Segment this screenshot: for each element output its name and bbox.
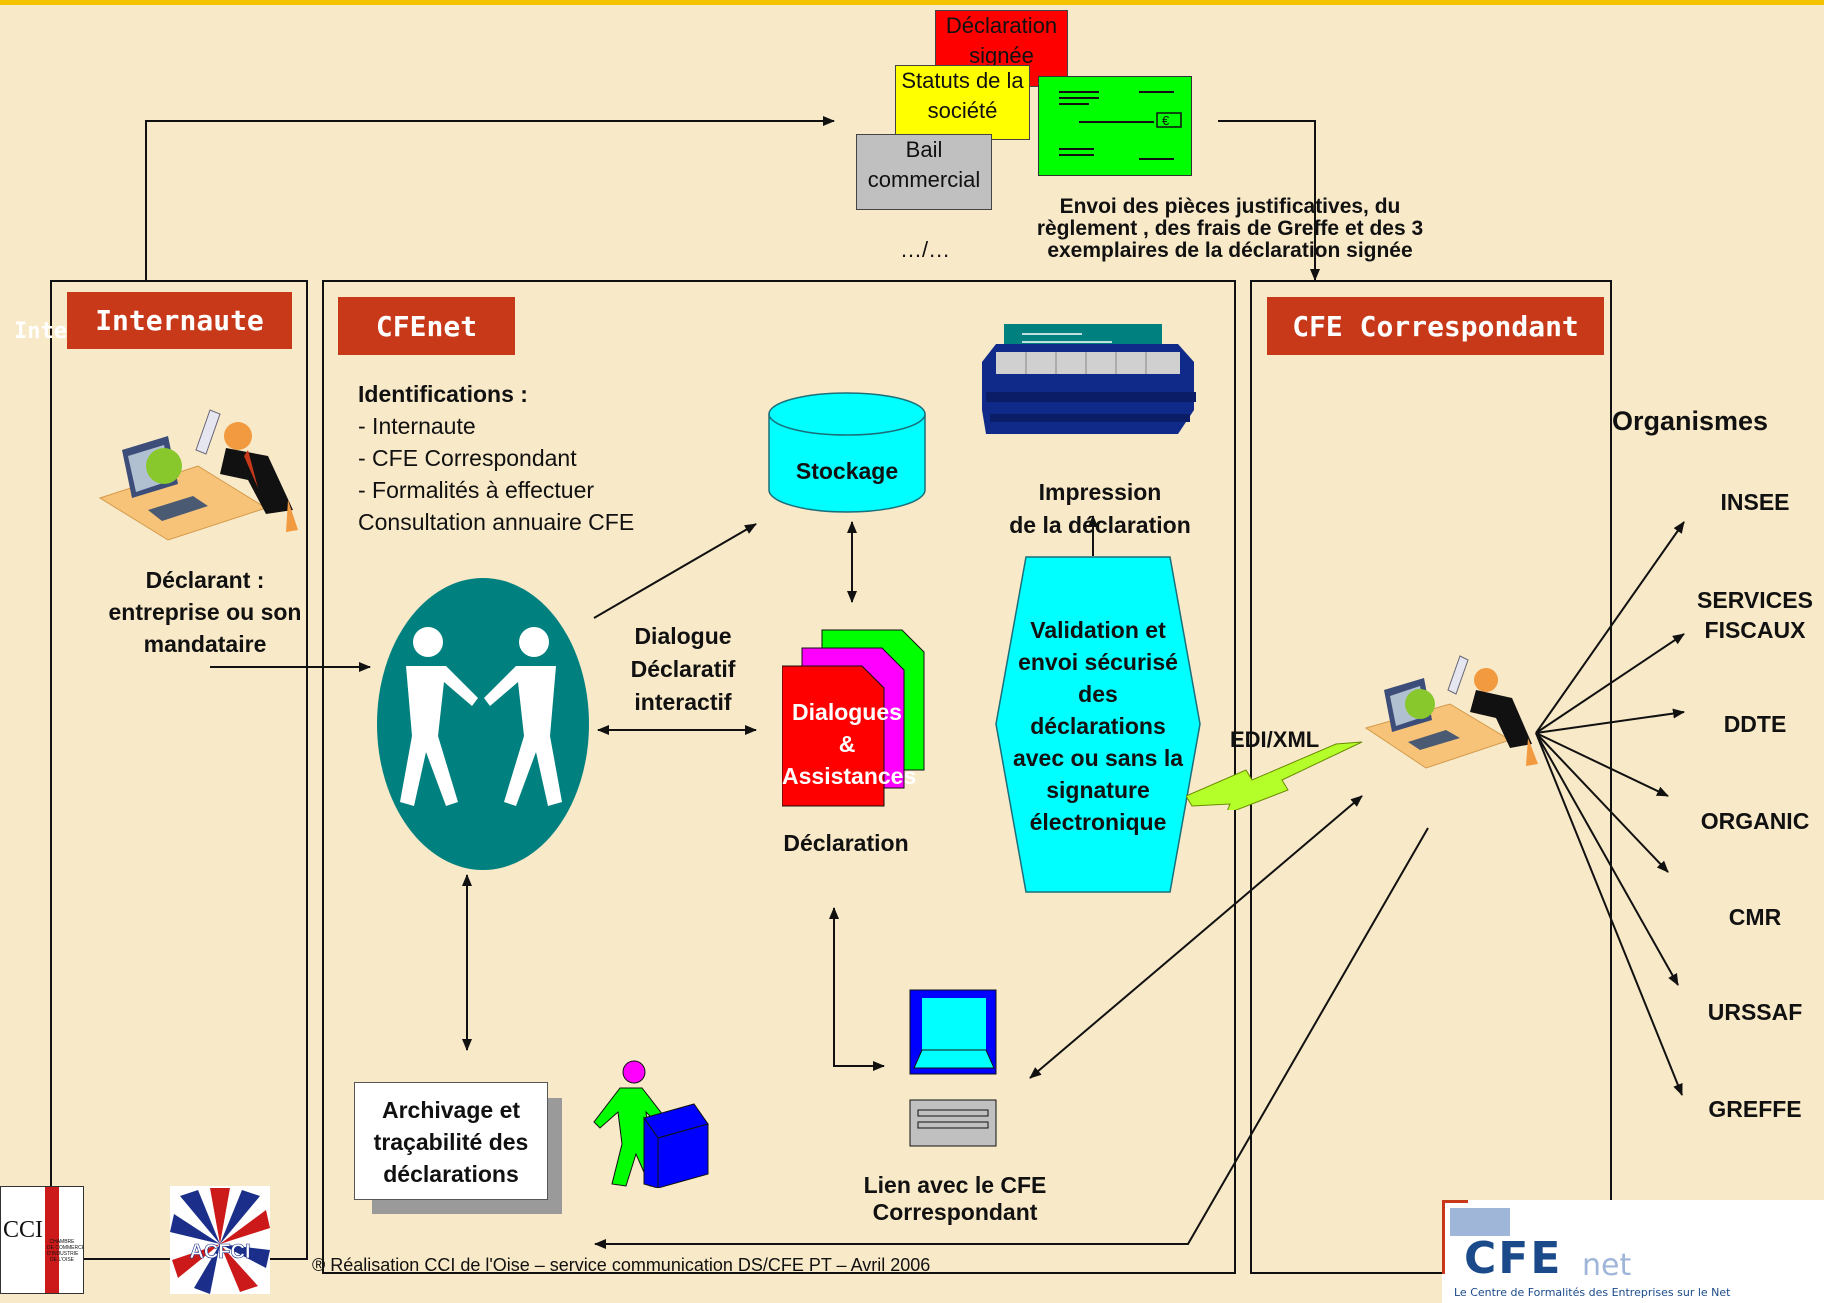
person-at-computer-icon <box>98 409 298 541</box>
cfenet-header: CFEnet <box>338 297 515 355</box>
cci-logo-text: CCI <box>3 1217 44 1243</box>
archivage-box <box>354 1082 548 1200</box>
organisme-cmr: CMR <box>1728 904 1782 930</box>
doc-line: commercial <box>867 167 981 192</box>
cfenet-logo-band <box>1450 1208 1510 1236</box>
envoi-line: exemplaires de la déclaration signée <box>1047 239 1413 262</box>
cheque-icon: € <box>1038 76 1192 176</box>
dialogue-label: Dialogue Déclaratif interactif <box>608 620 758 719</box>
archivage-line: Archivage et <box>381 1097 521 1123</box>
validation-line: déclarations <box>1030 713 1166 739</box>
cci-logo-stripe <box>45 1187 59 1293</box>
declaration-label: Déclaration <box>783 830 909 856</box>
archivage-label: Archivage et traçabilité des déclaration… <box>354 1094 548 1190</box>
dialogues-line: & <box>838 731 856 757</box>
statuts-doc: Statuts de la société <box>895 65 1030 140</box>
identification-item: - CFE Correspondant <box>358 445 577 471</box>
bail-commercial-doc: Bail commercial <box>856 134 992 210</box>
computer-icon <box>909 989 997 1147</box>
cci-sub-line: DE L'OISE <box>49 1257 75 1263</box>
identification-item: Consultation annuaire CFE <box>358 509 635 535</box>
validation-line: électronique <box>1029 809 1167 835</box>
cci-sub-line: CHAMBRE <box>49 1239 75 1245</box>
lien-label: Lien avec le CFE Correspondant <box>860 1172 1050 1226</box>
impression-line: Impression <box>1038 479 1162 505</box>
dialogue-line: Déclaratif <box>630 656 736 682</box>
identifications-title: Identifications : <box>358 381 528 407</box>
cci-sub-line: D'INDUSTRIE <box>47 1251 79 1257</box>
stockage-label: Stockage <box>795 458 899 484</box>
lien-line: Lien avec le CFE <box>863 1172 1047 1198</box>
validation-line: signature <box>1046 777 1150 803</box>
dialogues-line: Dialogues <box>792 699 902 725</box>
edi-xml-label: EDI/XML <box>1230 727 1320 752</box>
archivage-line: traçabilité des <box>373 1129 529 1155</box>
dialogue-line: interactif <box>634 689 732 715</box>
organisme-services-fiscaux: SERVICES FISCAUX <box>1690 585 1820 645</box>
dialogue-line: Dialogue <box>634 623 732 649</box>
declarant-line: entreprise ou son <box>108 599 302 625</box>
lightning-icon <box>1186 741 1363 810</box>
cci-logo: CCI CHAMBRE DE COMMERCE D'INDUSTRIE DE L… <box>0 1186 84 1294</box>
doc-line: Statuts de la <box>901 68 1024 93</box>
envoi-line: Envoi des pièces justificatives, du <box>1059 195 1401 218</box>
validation-line: avec ou sans la <box>1012 745 1184 771</box>
organisme-line: SERVICES <box>1697 587 1813 613</box>
stacked-pages-icon <box>782 629 925 807</box>
correspondant-header: CFE Correspondant <box>1267 297 1604 355</box>
internaute-header: Internaute <box>67 292 292 349</box>
organisme-urssaf: URSSAF <box>1707 999 1803 1025</box>
correspondant-person-icon <box>1364 655 1538 769</box>
declarant-line: Déclarant : <box>145 567 265 593</box>
lien-line: Correspondant <box>872 1199 1038 1225</box>
organisme-ddte: DDTE <box>1723 711 1787 737</box>
euro-icon: € <box>1162 113 1170 128</box>
cfenet-logo-corner <box>1442 1200 1468 1274</box>
organisme-line: FISCAUX <box>1704 617 1806 643</box>
identifications-block: Identifications : - Internaute - CFE Cor… <box>358 378 634 538</box>
dialogues-line: Assistances <box>782 763 917 789</box>
cfenet-logo-tagline: Le Centre de Formalités des Entreprises … <box>1454 1286 1731 1299</box>
validation-line: Validation et <box>1030 617 1166 643</box>
dialogues-pages-label: Dialogues & Assistances <box>782 696 917 792</box>
organisme-greffe: GREFFE <box>1708 1096 1802 1122</box>
handshake-icon <box>377 578 589 870</box>
declarant-label: Déclarant : entreprise ou son mandataire <box>100 564 310 660</box>
printer-icon <box>982 324 1196 434</box>
validation-line: des <box>1078 681 1118 707</box>
organisme-insee: INSEE <box>1720 489 1790 515</box>
acfci-logo: ACFCI <box>170 1186 270 1294</box>
person-with-box-icon <box>593 1060 709 1188</box>
organisme-organic: ORGANIC <box>1700 808 1810 834</box>
validation-line: envoi sécurisé <box>1018 649 1178 675</box>
internaute-ghost-label: Inte <box>14 319 67 344</box>
footer-credit: ® Réalisation CCI de l'Oise – service co… <box>312 1255 931 1275</box>
correspondant-panel <box>1250 280 1612 1274</box>
declarant-line: mandataire <box>143 631 267 657</box>
validation-label: Validation et envoi sécurisé des déclara… <box>1010 614 1186 838</box>
doc-line: Déclaration <box>945 13 1058 38</box>
validation-hexagon <box>995 556 1201 893</box>
database-icon <box>768 392 926 513</box>
cci-logo-subtitle: CHAMBRE DE COMMERCE D'INDUSTRIE DE L'OIS… <box>47 1239 84 1263</box>
cfenet-logo-main: CFE <box>1464 1233 1563 1284</box>
cfenet-logo-net: net <box>1582 1248 1632 1283</box>
impression-line: de la déclaration <box>1009 512 1191 538</box>
cfenet-logo: CFE net Le Centre de Formalités des Entr… <box>1442 1200 1824 1303</box>
cci-sub-line: DE COMMERCE <box>47 1245 84 1251</box>
impression-label: Impression de la déclaration <box>990 476 1210 542</box>
acfci-logo-text: ACFCI <box>189 1241 250 1263</box>
doc-line: Bail <box>905 137 943 162</box>
identification-item: - Formalités à effectuer <box>358 477 595 503</box>
envoi-line: règlement , des frais de Greffe et des 3 <box>1036 217 1424 240</box>
doc-line: société <box>927 98 998 123</box>
organismes-title: Organismes <box>1612 406 1769 436</box>
top-accent-bar <box>0 0 1824 5</box>
docs-etc: …/… <box>900 237 951 262</box>
envoi-caption: Envoi des pièces justificatives, du règl… <box>1010 196 1450 262</box>
doc-line: signée <box>969 43 1034 68</box>
archivage-line: déclarations <box>383 1161 519 1187</box>
identification-item: - Internaute <box>358 413 476 439</box>
